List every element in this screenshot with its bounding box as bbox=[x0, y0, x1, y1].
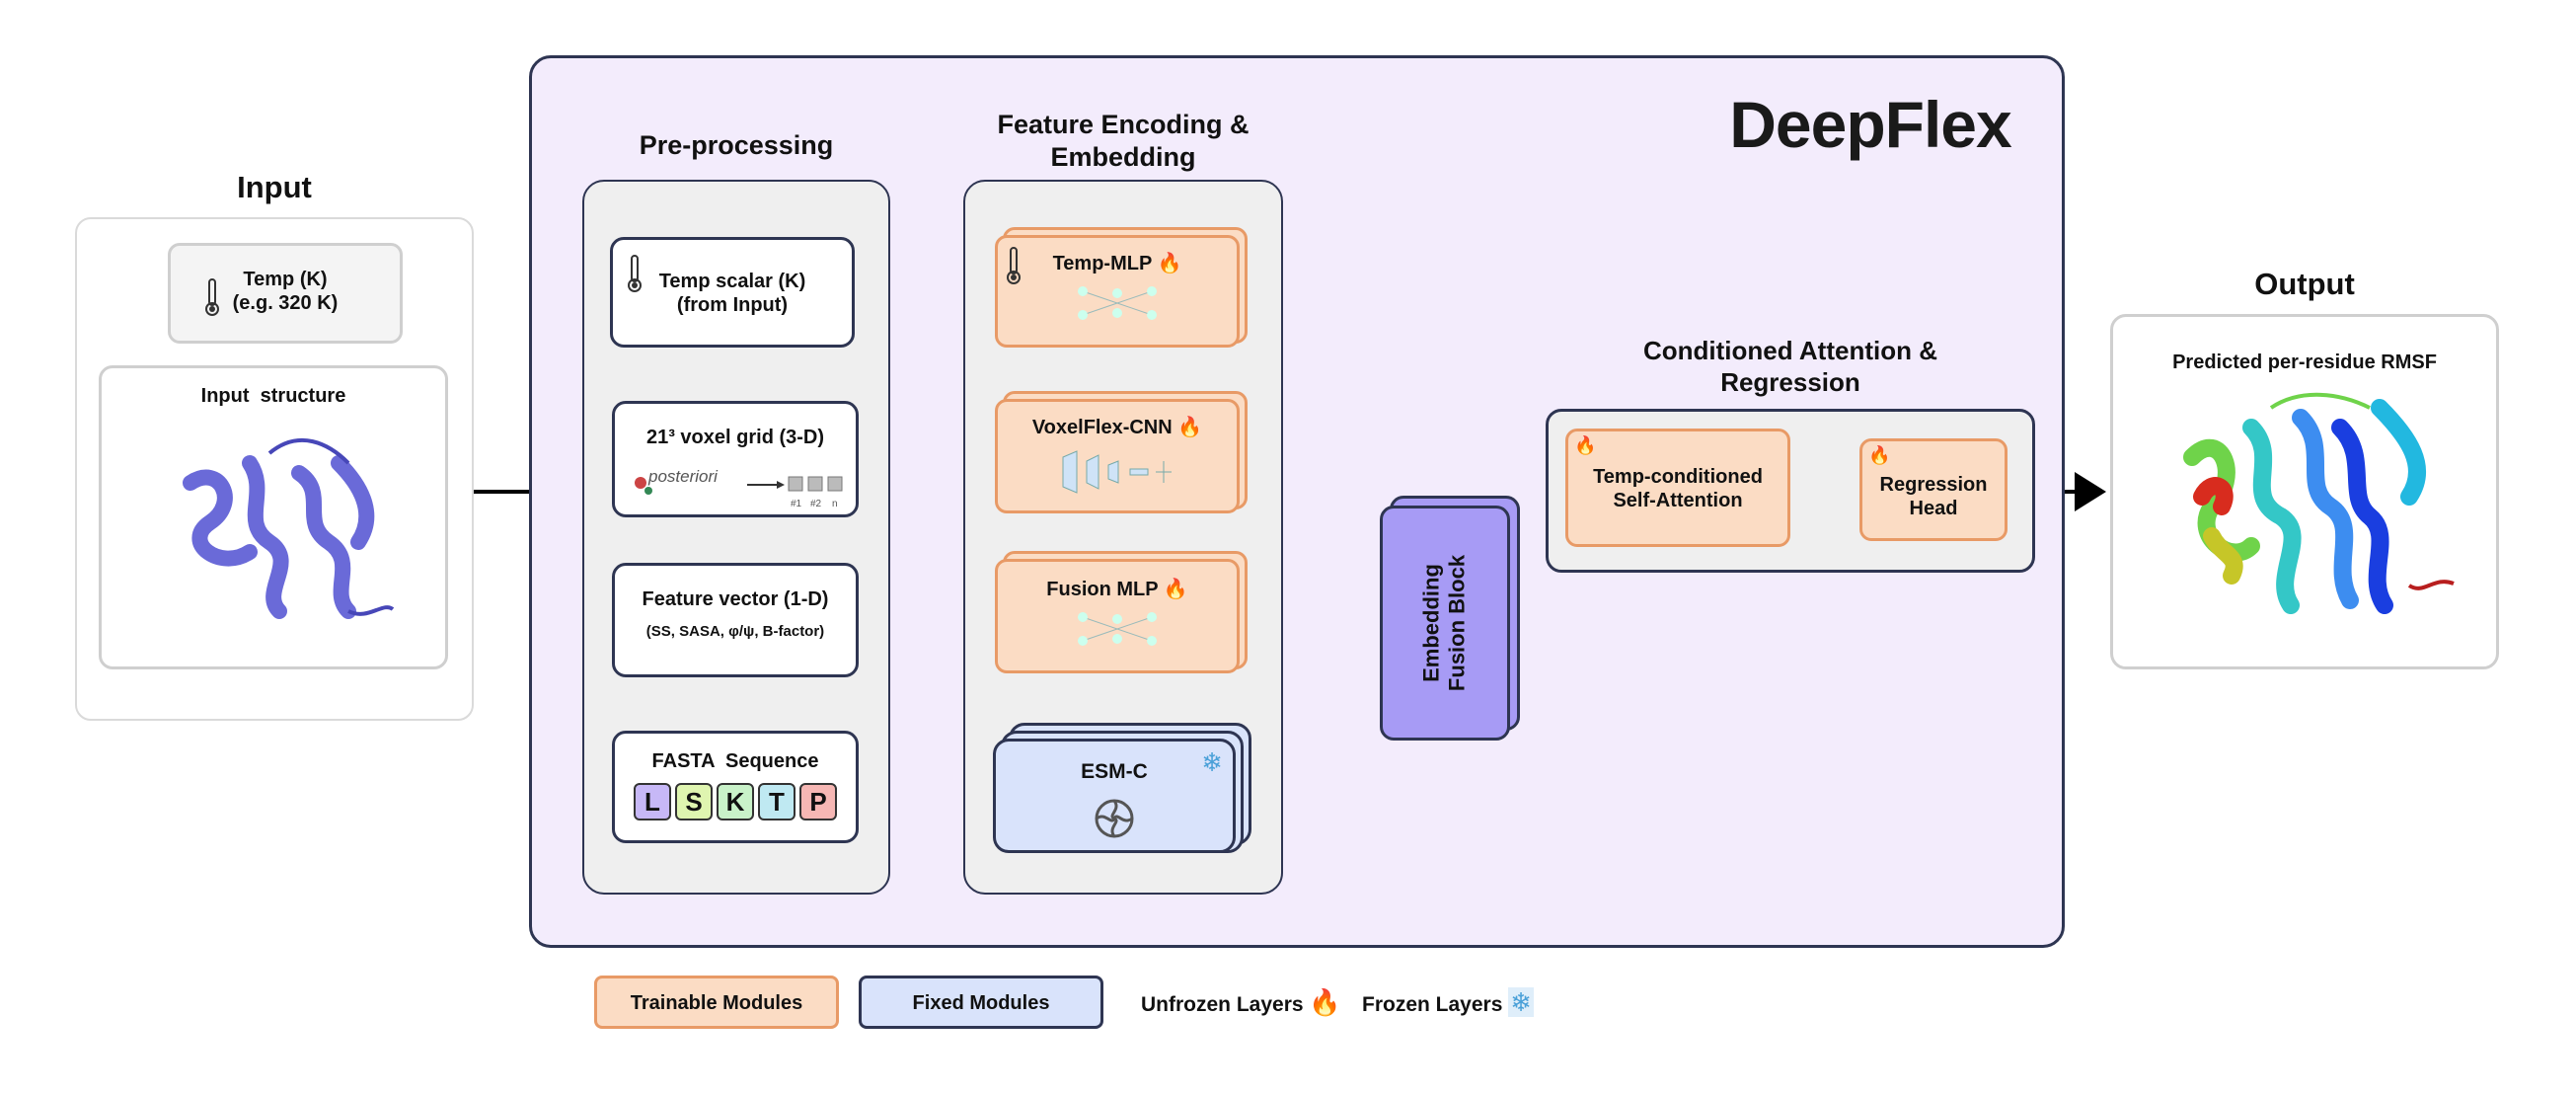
voxel-tick-1: #1 bbox=[791, 499, 802, 509]
cnn-icon bbox=[1062, 450, 1172, 494]
attention-title: Conditioned Attention & Regression bbox=[1546, 336, 2035, 398]
input-structure-label: Input structure bbox=[200, 385, 346, 407]
voxel-tick-n: n bbox=[832, 499, 838, 509]
fasta-letter-t: T bbox=[758, 783, 796, 820]
input-temp-card: Temp (K) (e.g. 320 K) bbox=[168, 243, 403, 344]
temp-mlp-label: Temp-MLP bbox=[1052, 253, 1152, 274]
self-attention-card: 🔥 Temp-conditioned Self-Attention bbox=[1565, 429, 1790, 547]
input-temp-line2: (e.g. 320 K) bbox=[232, 292, 339, 314]
feature-vector-card: Feature vector (1-D) (SS, SASA, φ/ψ, B-f… bbox=[612, 563, 859, 677]
esm-logo-icon bbox=[1095, 799, 1134, 838]
legend-unfrozen-label: Unfrozen Layers bbox=[1141, 993, 1304, 1016]
legend-fixed: Fixed Modules bbox=[859, 976, 1103, 1029]
network-icon bbox=[1078, 286, 1157, 320]
snowflake-icon: ❄ bbox=[1201, 747, 1223, 777]
voxel-pipeline-graphic bbox=[635, 476, 843, 495]
legend-trainable: Trainable Modules bbox=[594, 976, 839, 1029]
temp-scalar-line1: Temp scalar (K) bbox=[658, 271, 806, 292]
encoding-title-line1: Feature Encoding & bbox=[997, 110, 1250, 139]
fusion-mlp-label: Fusion MLP bbox=[1046, 579, 1159, 600]
output-title: Output bbox=[2254, 267, 2355, 301]
voxel-grid-label: 21³ voxel grid (3-D) bbox=[645, 427, 825, 448]
fusion-block-line1: Embedding bbox=[1418, 564, 1444, 682]
input-structure-card: Input structure bbox=[99, 365, 448, 669]
feature-vector-line2: (SS, SASA, φ/ψ, B-factor) bbox=[645, 623, 825, 640]
fusion-block: Embedding Fusion Block bbox=[1380, 506, 1510, 741]
encoding-title-line2: Embedding bbox=[1050, 141, 1196, 172]
regression-line1: Regression bbox=[1879, 474, 1988, 496]
attention-title-line2: Regression bbox=[1720, 366, 1860, 397]
legend-unfrozen: Unfrozen Layers 🔥 bbox=[1141, 987, 1341, 1018]
esm-label: ESM-C bbox=[1081, 760, 1148, 783]
flame-icon: 🔥 bbox=[1309, 987, 1341, 1017]
temp-scalar-card: Temp scalar (K) (from Input) bbox=[610, 237, 855, 348]
esm-card: ❄ ESM-C bbox=[993, 739, 1236, 853]
flame-icon: 🔥 bbox=[1868, 445, 1891, 465]
flame-icon: 🔥 bbox=[1163, 579, 1188, 600]
output-label: Predicted per-residue RMSF bbox=[2172, 352, 2437, 373]
flame-icon: 🔥 bbox=[1574, 435, 1597, 455]
network-icon bbox=[1078, 612, 1157, 646]
self-attention-line2: Self-Attention bbox=[1613, 490, 1743, 511]
input-temp-line1: Temp (K) bbox=[243, 269, 328, 290]
fusion-block-line2: Fusion Block bbox=[1445, 554, 1470, 692]
fasta-label: FASTA Sequence bbox=[651, 750, 819, 772]
voxel-grid-card: 21³ voxel grid (3-D) posteriori #1 #2 n bbox=[612, 401, 859, 517]
attention-title-line1: Conditioned Attention & bbox=[1643, 336, 1937, 365]
regression-head-card: 🔥 Regression Head bbox=[1859, 438, 2008, 541]
legend-frozen-label: Frozen Layers bbox=[1362, 993, 1503, 1016]
fasta-letter-l: L bbox=[634, 783, 671, 820]
output-panel: Predicted per-residue RMSF bbox=[2110, 314, 2499, 669]
voxelflex-label: VoxelFlex-CNN bbox=[1031, 417, 1173, 438]
brand-logo: DeepFlex bbox=[1729, 88, 2011, 161]
voxel-tick-2: #2 bbox=[810, 499, 822, 509]
thermometer-icon bbox=[628, 255, 642, 292]
thermometer-icon bbox=[205, 278, 219, 316]
fasta-letter-p: P bbox=[799, 783, 837, 820]
output-protein-image bbox=[2183, 392, 2455, 614]
encoding-title: Feature Encoding & Embedding bbox=[963, 109, 1283, 174]
regression-line2: Head bbox=[1909, 498, 1958, 519]
thermometer-icon bbox=[1007, 247, 1021, 284]
fasta-letter-k: K bbox=[717, 783, 754, 820]
snowflake-icon: ❄ bbox=[1508, 987, 1535, 1017]
temp-scalar-line2: (from Input) bbox=[676, 294, 789, 316]
feature-vector-line1: Feature vector (1-D) bbox=[642, 588, 829, 610]
voxel-logo: posteriori bbox=[648, 467, 718, 486]
flame-icon: 🔥 bbox=[1177, 417, 1203, 438]
input-title: Input bbox=[237, 170, 312, 204]
fusion-block-text: Embedding Fusion Block bbox=[1419, 555, 1472, 691]
temp-mlp-card: Temp-MLP 🔥 bbox=[995, 235, 1240, 348]
voxelflex-card: VoxelFlex-CNN 🔥 bbox=[995, 399, 1240, 513]
flame-icon: 🔥 bbox=[1157, 253, 1182, 274]
fasta-letter-s: S bbox=[675, 783, 713, 820]
fusion-mlp-card: Fusion MLP 🔥 bbox=[995, 559, 1240, 673]
self-attention-line1: Temp-conditioned bbox=[1593, 466, 1763, 488]
preprocessing-title: Pre-processing bbox=[639, 130, 834, 160]
input-protein-image bbox=[183, 437, 395, 619]
legend-frozen: Frozen Layers ❄ bbox=[1362, 987, 1535, 1018]
